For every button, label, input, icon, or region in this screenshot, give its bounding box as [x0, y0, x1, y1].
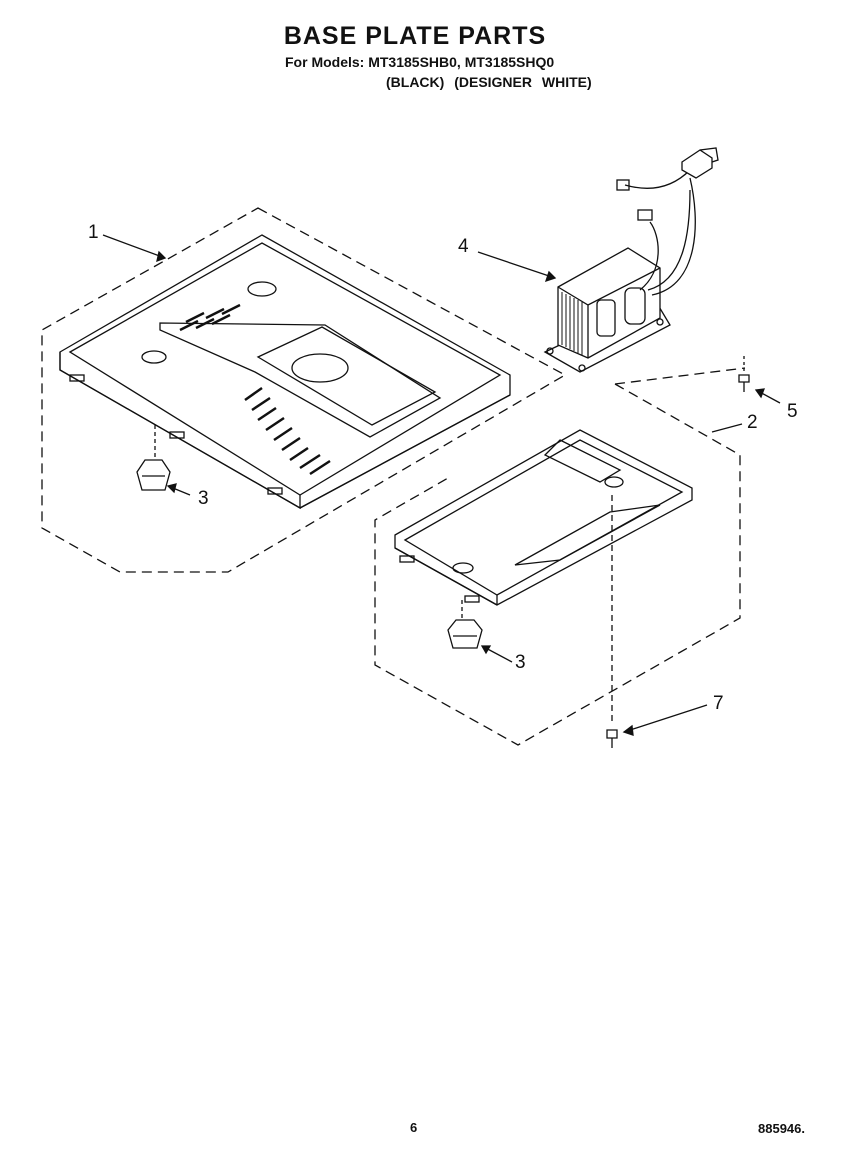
- base-plate: [59, 234, 511, 510]
- colors-line: (BLACK) (DESIGNER WHITE): [386, 74, 592, 90]
- group-outline-2: [374, 383, 741, 746]
- callout-1: 1: [88, 222, 99, 243]
- foot-icon: [136, 425, 191, 496]
- tray: [394, 429, 693, 606]
- foot-icon-2: [447, 600, 513, 663]
- transformer: [477, 147, 719, 373]
- page-title: BASE PLATE PARTS: [283, 22, 547, 50]
- callout-2: 2: [747, 412, 758, 433]
- screw-icon-2: [738, 356, 781, 404]
- callout-5: 5: [787, 401, 798, 422]
- callout-3a: 3: [198, 488, 209, 509]
- models-line: For Models: MT3185SHB0, MT3185SHQ0: [285, 54, 555, 70]
- page-number: 6: [410, 1120, 418, 1135]
- doc-number: 885946.: [758, 1121, 805, 1136]
- screw-icon: [606, 495, 708, 748]
- callout-7: 7: [713, 693, 724, 714]
- callout-4: 4: [458, 236, 469, 257]
- callout-3b: 3: [515, 652, 526, 673]
